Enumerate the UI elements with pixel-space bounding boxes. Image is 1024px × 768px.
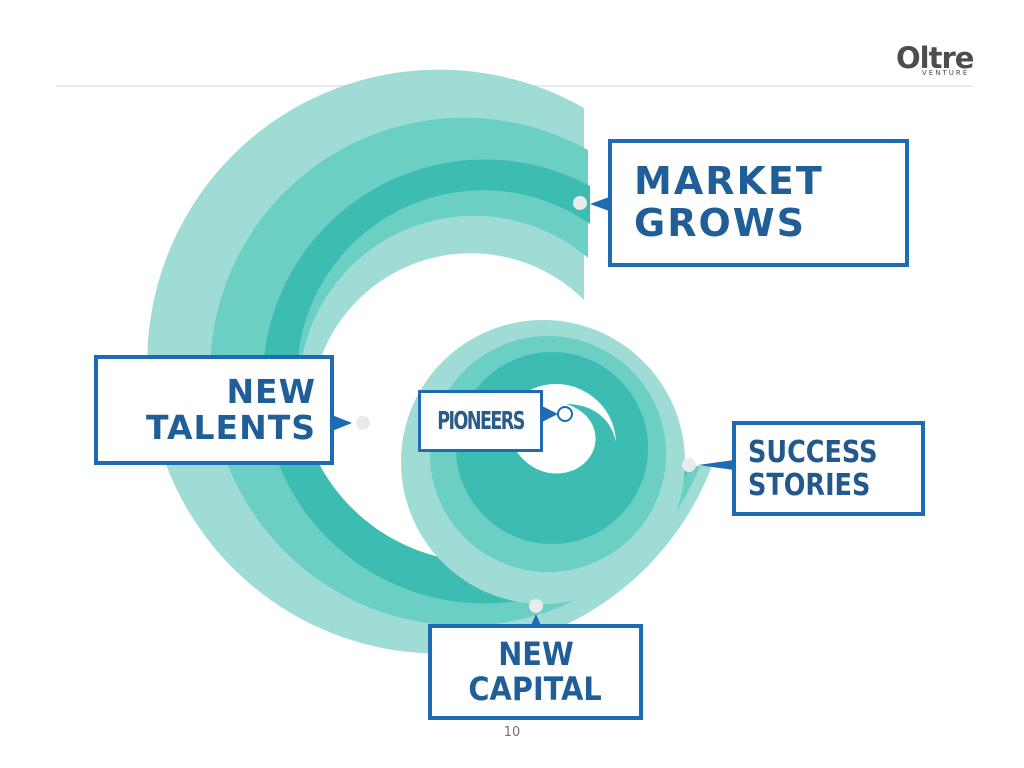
label-success-line2: STORIES [748,467,871,503]
page-number: 10 [503,725,521,740]
label-pioneers-text: PIONEERS [437,406,525,436]
label-success-stories: SUCCESS STORIES [732,421,925,516]
connector-pioneers [542,406,558,422]
label-success-line1: SUCCESS [748,434,878,470]
label-market-line2: GROWS [634,201,807,245]
label-capital-line1: NEW [497,634,574,673]
connector-success [698,460,734,470]
label-talents-line2: TALENTS [146,408,316,447]
connector-talents [332,415,352,431]
label-market-grows: MARKET GROWS [608,139,909,267]
dot-pioneers [557,406,573,422]
logo-wordmark: Oltre [896,41,974,75]
spiral-core-curl [496,404,618,510]
dot-capital [529,599,543,613]
label-new-talents: NEW TALENTS [94,355,334,465]
label-pioneers: PIONEERS [418,390,543,452]
dot-success [682,458,696,472]
dot-market [573,196,587,210]
dot-talents [356,416,370,430]
logo-tagline: VENTURE [922,69,970,77]
label-market-line1: MARKET [634,159,824,204]
spiral-shape [147,69,712,654]
label-talents-line1: NEW [226,371,316,411]
label-new-capital: NEW CAPITAL [428,624,643,720]
label-capital-line2: CAPITAL [468,670,603,708]
connector-market [590,196,612,212]
oltre-logo: Oltre VENTURE [890,40,980,80]
